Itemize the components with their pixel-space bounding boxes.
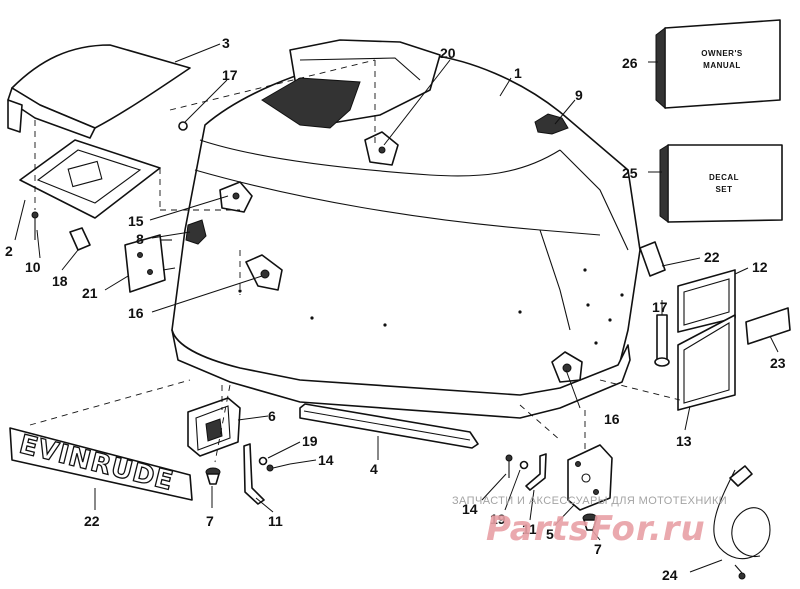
manual-line1: OWNER'S: [701, 49, 743, 58]
manual-line2: MANUAL: [703, 61, 741, 70]
grommet-7-left: [205, 467, 221, 485]
label-1: 1: [514, 65, 522, 81]
watermark-caption: ЗАПЧАСТИ И АКСЕССУАРЫ ДЛЯ МОТОТЕХНИКИ: [452, 495, 727, 507]
bracket-21: [124, 234, 176, 293]
latch-6: [187, 397, 241, 457]
label-9: 9: [575, 87, 583, 103]
washer-19-left: [258, 456, 268, 466]
screw-10: [31, 211, 39, 240]
label-17-right: 17: [652, 299, 668, 315]
watermark: ЗАПЧАСТИ И АКСЕССУАРЫ ДЛЯ МОТОТЕХНИКИ Pa…: [452, 495, 727, 549]
screw-14-left: [266, 463, 291, 472]
grommet-plate-16-right: [551, 351, 583, 383]
grommet-plate-16-left: [245, 254, 283, 291]
strip-23: [745, 307, 791, 345]
label-16-right: 16: [604, 411, 620, 427]
label-8: 8: [136, 231, 144, 247]
callout-labels: 1 9 20 3 17 26 25 15 8 16 16 2 10 18 21 …: [5, 35, 786, 583]
label-15: 15: [128, 213, 144, 229]
label-25: 25: [622, 165, 638, 181]
bracket-22-right: [639, 241, 666, 277]
label-22-decal: 22: [84, 513, 100, 529]
label-2: 2: [5, 243, 13, 259]
screw-17-top: [178, 121, 188, 131]
latch-plate-5: [567, 444, 613, 511]
label-10: 10: [25, 259, 41, 275]
alignment-lines: [29, 59, 681, 463]
owners-manual: OWNER'S MANUAL: [655, 19, 781, 110]
label-26: 26: [622, 55, 638, 71]
screw-14-right: [505, 454, 513, 478]
label-24: 24: [662, 567, 678, 583]
label-5: 5: [546, 526, 554, 542]
label-7-right: 7: [594, 541, 602, 557]
seal-8: [185, 219, 207, 245]
leader-lines: [14, 43, 779, 573]
label-17-top: 17: [222, 67, 238, 83]
label-19-right: 19: [490, 511, 506, 527]
bolt-17-right: [654, 314, 670, 367]
decal-line2: SET: [715, 185, 732, 194]
label-19-left: 19: [302, 433, 318, 449]
label-11-right: 11: [522, 521, 537, 537]
engine-cover: [171, 39, 641, 419]
decal-line1: DECAL: [709, 173, 739, 182]
label-20: 20: [440, 45, 456, 61]
label-13: 13: [676, 433, 692, 449]
label-11-left: 11: [268, 513, 283, 529]
label-22-right: 22: [704, 249, 720, 265]
label-14-left: 14: [318, 452, 334, 468]
grommet-plate-top: [364, 131, 399, 166]
label-6: 6: [268, 408, 276, 424]
cable-24: [713, 465, 771, 580]
bracket-15: [219, 181, 253, 213]
washer-19-right: [519, 460, 529, 470]
label-23: 23: [770, 355, 786, 371]
decal-text: EVINRUDE: [16, 430, 176, 497]
label-18: 18: [52, 273, 68, 289]
evinrude-decal: EVINRUDE: [9, 427, 193, 501]
label-4: 4: [370, 461, 378, 477]
label-21: 21: [82, 285, 98, 301]
watermark-logo: PartsFor.ru: [486, 509, 706, 549]
label-3: 3: [222, 35, 230, 51]
grommet-7-right: [582, 513, 598, 531]
hook-11-right: [525, 453, 547, 491]
label-14-right: 14: [462, 501, 478, 517]
pad-13: [677, 314, 736, 411]
rod-18: [69, 227, 91, 251]
label-16-left: 16: [128, 305, 144, 321]
label-12: 12: [752, 259, 768, 275]
top-cover: [7, 44, 191, 139]
label-7-left: 7: [206, 513, 214, 529]
decal-set: DECAL SET: [659, 144, 783, 223]
grille-frame: [19, 139, 161, 219]
hook-11-left: [243, 443, 265, 505]
